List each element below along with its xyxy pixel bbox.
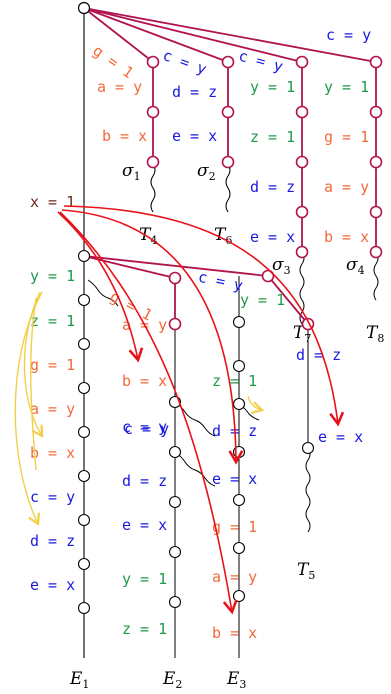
mid-z1: z = 1 xyxy=(212,372,257,390)
svg-text:g = 1: g = 1 xyxy=(30,356,75,374)
svg-text:c = y: c = y xyxy=(122,418,167,436)
mid-g1-3: g = 1 xyxy=(212,518,257,536)
label-d-z: d = z xyxy=(172,83,217,101)
label-c-y-right: c = y xyxy=(326,26,371,44)
mid-e-x: e = x xyxy=(318,428,363,446)
e2-labels: c = y d = z e = x y = 1 z = 1 xyxy=(122,418,167,638)
svg-text:z = 1: z = 1 xyxy=(122,620,167,638)
sigma-3: σ3 xyxy=(272,255,291,277)
t-5: T5 xyxy=(297,560,315,582)
mid-b-x3: b = x xyxy=(212,624,257,642)
e-3: E3 xyxy=(226,669,246,691)
mid-c-y2: c = y xyxy=(124,420,169,438)
e3-nodes xyxy=(232,315,315,603)
svg-text:b = x: b = x xyxy=(30,444,75,462)
mid-branches xyxy=(83,255,309,325)
mid-b-x: b = x xyxy=(122,372,167,390)
label-b-x: b = x xyxy=(102,127,147,145)
yellow-arrows xyxy=(14,291,265,527)
svg-text:y = 1: y = 1 xyxy=(122,570,167,588)
t-4: T4 xyxy=(139,225,157,247)
svg-text:a = y: a = y xyxy=(30,400,75,418)
label-c-y-a: c = y xyxy=(160,46,209,78)
svg-text:e = x: e = x xyxy=(122,516,167,534)
label-e-x2: e = x xyxy=(250,228,295,246)
e1-nodes xyxy=(77,249,91,615)
mid-a-y3: a = y xyxy=(212,568,257,586)
e1-labels: y = 1 z = 1 g = 1 a = y b = x c = y d = … xyxy=(30,267,75,594)
svg-text:y = 1: y = 1 xyxy=(30,267,75,285)
label-y1-a: y = 1 xyxy=(250,78,295,96)
svg-text:d = z: d = z xyxy=(30,532,75,550)
label-e-x: e = x xyxy=(172,127,217,145)
label-y1-b: y = 1 xyxy=(324,78,369,96)
label-b-x2: b = x xyxy=(324,228,369,246)
sigma-4: σ4 xyxy=(346,255,365,277)
t-8: T8 xyxy=(366,323,384,345)
label-c-y-b: c = y xyxy=(237,47,285,76)
root-node xyxy=(77,1,91,15)
e-2: E2 xyxy=(162,669,182,691)
svg-text:c = y: c = y xyxy=(30,488,75,506)
label-z1: z = 1 xyxy=(250,128,295,146)
mid-e-x3: e = x xyxy=(212,470,257,488)
svg-text:d = z: d = z xyxy=(122,472,167,490)
sigma-2: σ2 xyxy=(197,161,216,183)
svg-text:z = 1: z = 1 xyxy=(30,312,75,330)
label-g1-top: g = 1 xyxy=(89,41,136,82)
e-1: E1 xyxy=(69,669,89,691)
red-arrows xyxy=(57,205,345,615)
label-a-y2: a = y xyxy=(324,178,369,196)
top-nodes xyxy=(146,55,383,259)
label-d-z2: d = z xyxy=(250,178,295,196)
mid-y1: y = 1 xyxy=(240,291,285,309)
svg-text:e = x: e = x xyxy=(30,576,75,594)
mid-d-z: d = z xyxy=(296,346,341,364)
label-x1: x = 1 xyxy=(30,193,75,211)
sigma-1: σ1 xyxy=(122,161,141,183)
label-g1-r: g = 1 xyxy=(324,128,369,146)
label-a-y: a = y xyxy=(97,78,142,96)
